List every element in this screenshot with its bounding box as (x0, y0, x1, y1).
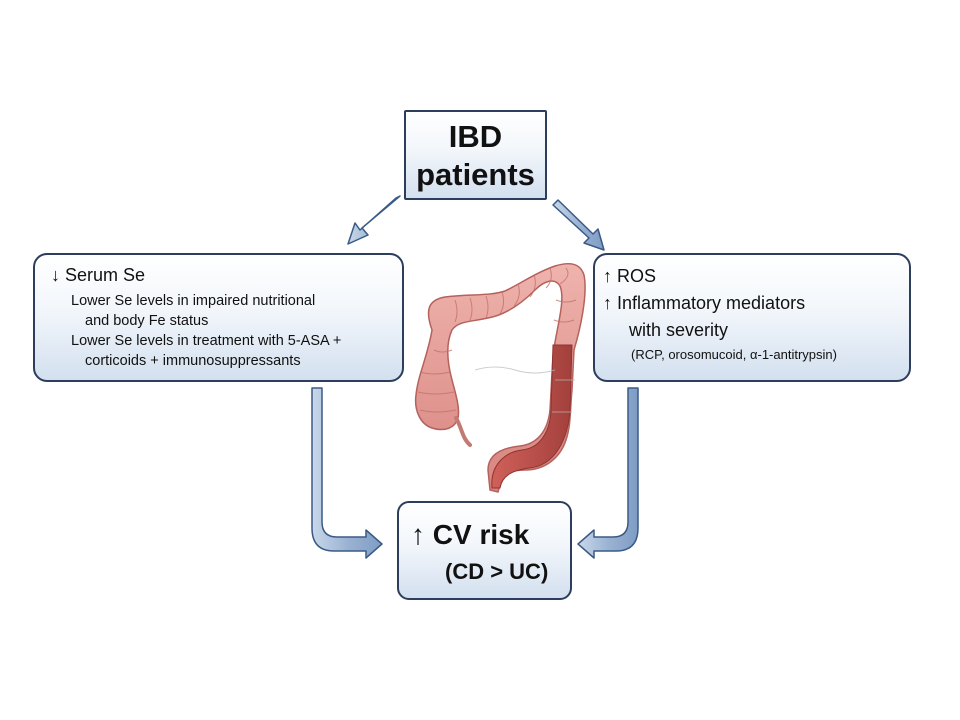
arrow-to-left-box (347, 195, 401, 245)
down-arrow-icon: ↓ (51, 265, 60, 285)
up-arrow-icon: ↑ (411, 519, 425, 550)
cv-risk-line: ↑ CV risk (411, 515, 570, 555)
arrow-left-to-cv-risk (311, 387, 383, 559)
colon-illustration (414, 262, 586, 493)
patients-label: patients (416, 157, 535, 192)
arrow-to-right-box (552, 199, 605, 251)
left-line-1: Lower Se levels in impaired nutritional (71, 293, 316, 309)
ros-label: ROS (617, 266, 657, 286)
mediators-label: Inflammatory mediators (617, 293, 806, 313)
up-arrow-icon: ↑ (603, 293, 612, 313)
serum-se-heading: ↓ Serum Se (51, 263, 402, 287)
inflammation-box: ↑ ROS ↑ Inflammatory mediators with seve… (593, 253, 911, 382)
serum-se-box: ↓ Serum Se Lower Se levels in impaired n… (33, 253, 404, 382)
cv-risk-label: CV risk (432, 519, 530, 550)
left-line-3: Lower Se levels in treatment with 5-ASA … (71, 333, 342, 349)
up-arrow-icon: ↑ (603, 266, 612, 286)
mediators-examples: (RCP, orosomucoid, α-1-antitrypsin) (631, 347, 837, 362)
ibd-patients-box: IBD patients (404, 110, 547, 200)
ros-line: ↑ ROS (603, 263, 909, 290)
left-line-2: and body Fe status (85, 313, 209, 329)
mediators-line: ↑ Inflammatory mediators (603, 290, 909, 317)
ibd-label: IBD (448, 119, 503, 154)
left-line-4: corticoids + immunosuppressants (85, 353, 301, 369)
arrow-right-to-cv-risk (577, 387, 639, 559)
severity-label: with severity (629, 320, 729, 340)
cv-risk-box: ↑ CV risk (CD > UC) (397, 501, 572, 600)
cd-uc-label: (CD > UC) (445, 559, 549, 584)
serum-se-label: Serum Se (65, 265, 146, 285)
